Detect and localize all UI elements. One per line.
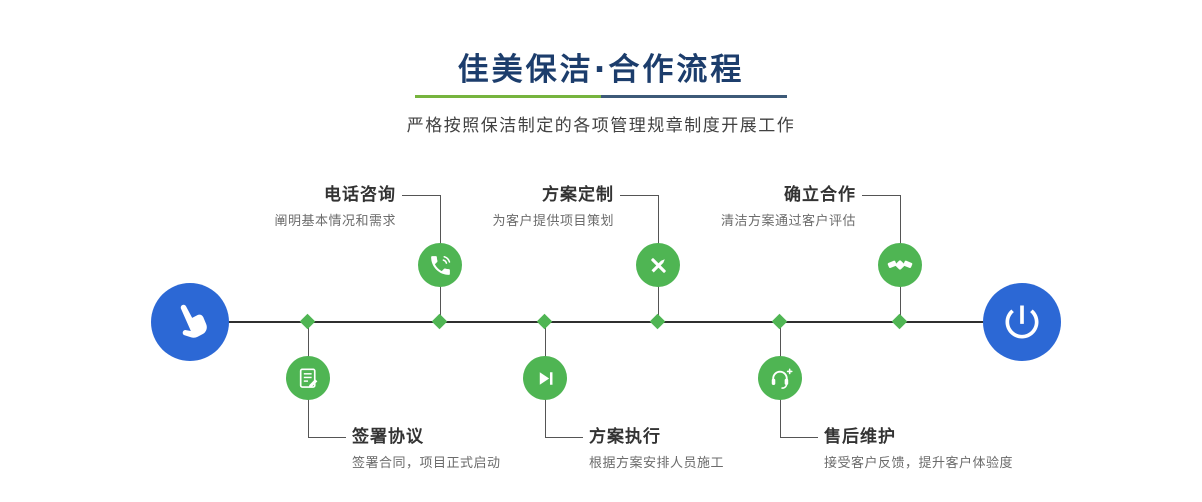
step-node <box>418 243 462 287</box>
divider-green-segment <box>415 95 601 98</box>
power-icon <box>1005 305 1039 339</box>
step-title: 方案定制 <box>542 185 614 205</box>
timeline-end-node <box>983 283 1061 361</box>
timeline-marker <box>771 313 788 330</box>
step-title: 方案执行 <box>589 427 661 447</box>
play-icon <box>539 371 552 385</box>
step-title: 确立合作 <box>784 185 856 205</box>
connector-line <box>402 195 440 196</box>
connector-line <box>308 437 346 438</box>
connector-line <box>862 195 900 196</box>
step-desc: 清洁方案通过客户评估 <box>720 214 856 229</box>
connector-line <box>780 437 818 438</box>
timeline-line <box>186 321 1016 323</box>
pointing-hand-icon <box>180 304 207 338</box>
step-node <box>636 243 680 287</box>
phone-icon <box>430 255 450 275</box>
step-title: 售后维护 <box>824 427 896 447</box>
page-subtitle: 严格按照保洁制定的各项管理规章制度开展工作 <box>406 116 796 136</box>
timeline-marker <box>649 313 666 330</box>
step-node <box>523 356 567 400</box>
timeline-marker <box>299 313 316 330</box>
connector-line <box>545 437 583 438</box>
handshake-icon <box>887 260 913 270</box>
step-desc: 接受客户反馈，提升客户体验度 <box>824 456 1014 471</box>
step-desc: 阐明基本情况和需求 <box>274 214 396 229</box>
page-title: 佳美保洁·合作流程 <box>457 52 745 88</box>
step-node <box>758 356 802 400</box>
timeline-marker <box>891 313 908 330</box>
connector-line <box>620 195 658 196</box>
step-desc: 签署合同，项目正式启动 <box>352 456 501 471</box>
contract-icon <box>299 368 317 388</box>
timeline-marker <box>536 313 553 330</box>
step-desc: 根据方案安排人员施工 <box>589 456 725 471</box>
step-node <box>286 356 330 400</box>
divider-blue-segment <box>601 95 787 98</box>
step-desc: 为客户提供项目策划 <box>492 214 614 229</box>
design-icon <box>650 257 666 273</box>
step-node <box>878 243 922 287</box>
timeline-start-node <box>151 283 229 361</box>
headset-icon <box>771 368 793 389</box>
step-title: 电话咨询 <box>324 185 396 205</box>
title-divider <box>415 95 787 98</box>
step-title: 签署协议 <box>352 427 424 447</box>
timeline-marker <box>431 313 448 330</box>
